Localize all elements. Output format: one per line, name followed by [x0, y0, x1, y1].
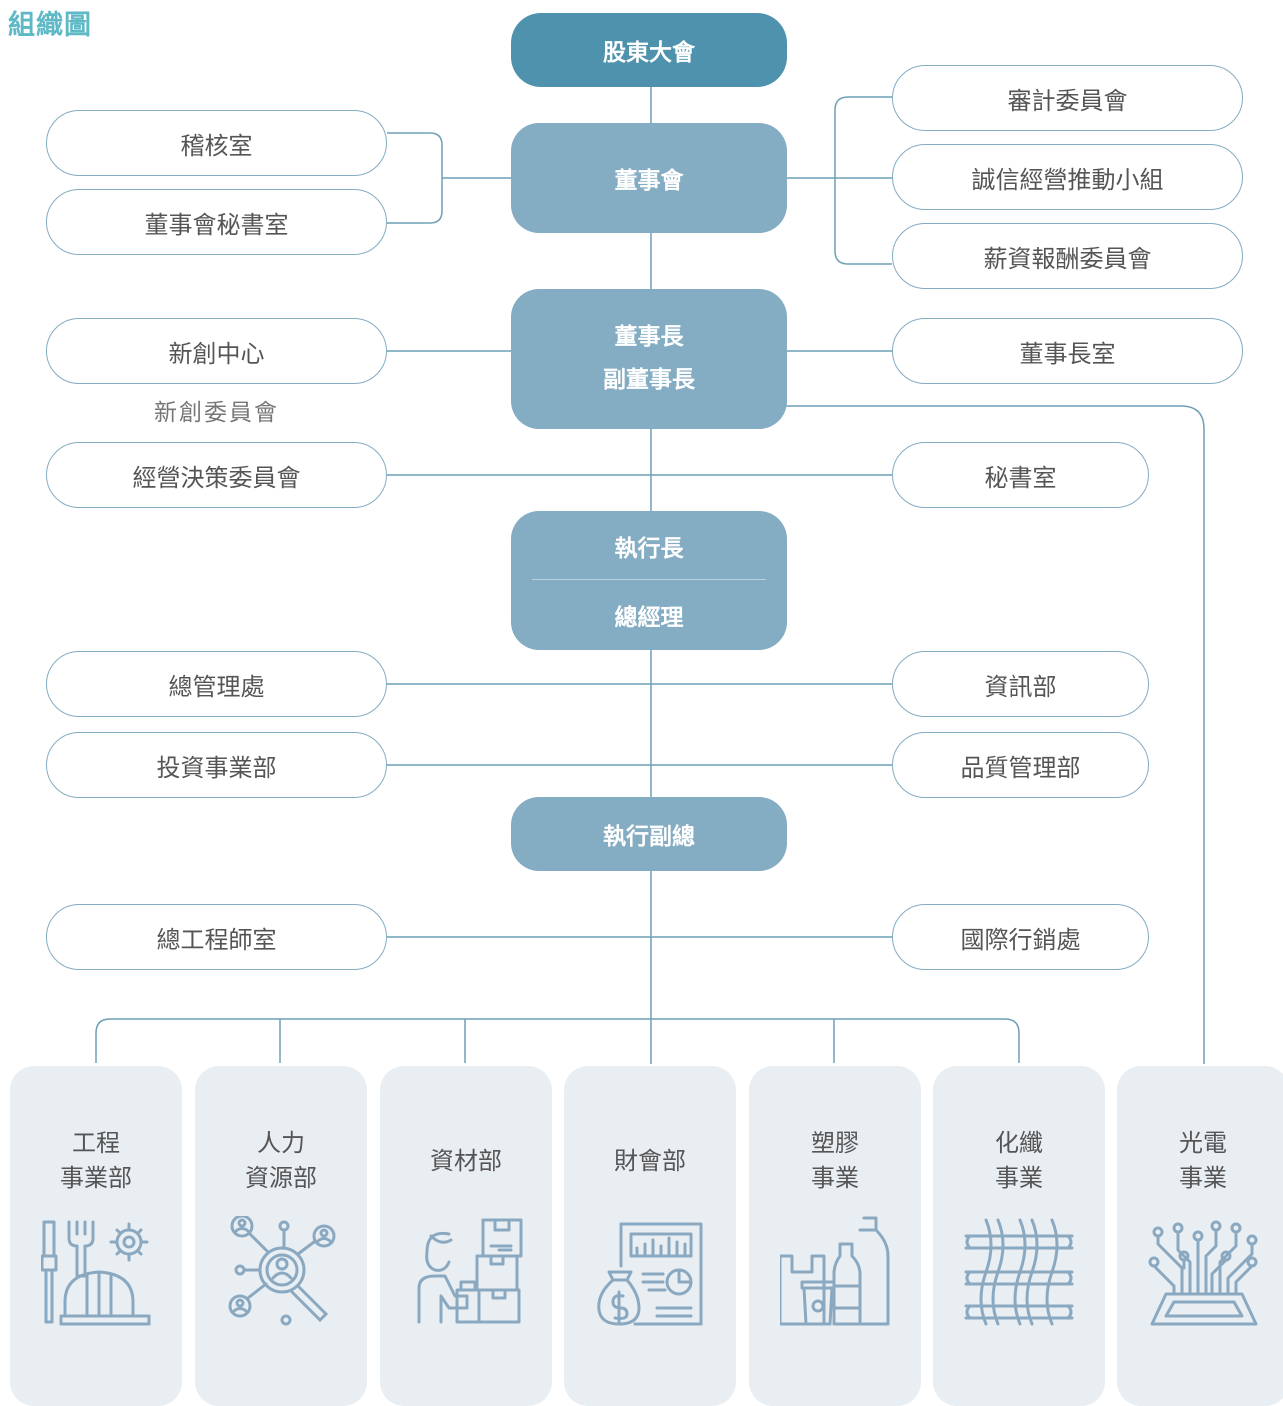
node-secretary-office-label: 秘書室 — [984, 463, 1057, 492]
dept-label-line1: 工程 — [72, 1129, 120, 1157]
node-chief-engineer-office-label: 總工程師室 — [156, 925, 277, 954]
dept-card-hr[interactable]: 人力 資源部 — [195, 1066, 367, 1406]
dept-card-fiber[interactable]: 化纖 事業 — [933, 1066, 1105, 1406]
node-chairman-office-label: 董事長室 — [1019, 339, 1116, 368]
dept-card-engineering[interactable]: 工程 事業部 — [10, 1066, 182, 1406]
node-innovation-center[interactable]: 新創中心 — [46, 318, 387, 384]
node-chief-engineer-office[interactable]: 總工程師室 — [46, 904, 387, 970]
node-quality-dept-label: 品質管理部 — [960, 753, 1081, 782]
node-board[interactable]: 董事會 — [511, 123, 787, 233]
node-evp[interactable]: 執行副總 — [511, 797, 787, 871]
node-audit-office[interactable]: 稽核室 — [46, 110, 387, 176]
warehouse-worker-icon — [417, 1218, 523, 1324]
node-board-secretariat-label: 董事會秘書室 — [144, 210, 289, 239]
node-ceo[interactable]: 執行長 總經理 — [511, 511, 787, 650]
dept-label-line2: 事業 — [811, 1164, 859, 1192]
dept-card-optoelectronics[interactable]: 光電 事業 — [1117, 1066, 1283, 1406]
dept-card-finance[interactable]: 財會部 — [564, 1066, 736, 1406]
people-search-icon — [228, 1216, 336, 1326]
ceo-divider — [532, 579, 766, 580]
node-investment-dept-label: 投資事業部 — [156, 753, 277, 782]
dept-card-plastics[interactable]: 塑膠 事業 — [749, 1066, 921, 1406]
node-board-secretariat[interactable]: 董事會秘書室 — [46, 189, 387, 255]
node-investment-dept[interactable]: 投資事業部 — [46, 732, 387, 798]
node-secretary-office[interactable]: 秘書室 — [892, 442, 1149, 508]
node-it-dept-label: 資訊部 — [984, 672, 1057, 701]
circuit-chip-icon — [1148, 1220, 1258, 1326]
node-integrity-group[interactable]: 誠信經營推動小組 — [892, 144, 1243, 210]
node-audit-committee[interactable]: 審計委員會 — [892, 65, 1243, 131]
node-shareholders[interactable]: 股東大會 — [511, 13, 787, 87]
dept-label-line1: 光電 — [1179, 1129, 1227, 1157]
node-vice-chairman-label: 副董事長 — [603, 367, 695, 393]
dept-label: 財會部 — [614, 1147, 686, 1175]
innovation-committee-label: 新創委員會 — [154, 400, 279, 426]
node-decision-committee[interactable]: 經營決策委員會 — [46, 442, 387, 508]
node-intl-marketing[interactable]: 國際行銷處 — [892, 904, 1149, 970]
chart-title: 組織圖 — [8, 10, 92, 41]
node-shareholders-label: 股東大會 — [603, 40, 695, 66]
node-general-admin[interactable]: 總管理處 — [46, 651, 387, 717]
dept-label-line1: 塑膠 — [811, 1129, 859, 1157]
dept-label-line2: 事業 — [995, 1164, 1043, 1192]
node-general-admin-label: 總管理處 — [168, 672, 265, 701]
node-chairman[interactable]: 董事長 副董事長 — [511, 289, 787, 429]
node-intl-marketing-label: 國際行銷處 — [960, 925, 1081, 954]
engineering-tools-icon — [41, 1220, 151, 1326]
node-chairman-office[interactable]: 董事長室 — [892, 318, 1243, 384]
node-innovation-center-label: 新創中心 — [168, 339, 265, 368]
woven-fiber-icon — [964, 1218, 1074, 1326]
node-it-dept[interactable]: 資訊部 — [892, 651, 1149, 717]
node-compensation-committee[interactable]: 薪資報酬委員會 — [892, 223, 1243, 289]
node-board-label: 董事會 — [614, 168, 684, 194]
dept-label-line2: 事業 — [1179, 1164, 1227, 1192]
node-audit-office-label: 稽核室 — [180, 131, 253, 160]
plastic-bottles-icon — [780, 1216, 890, 1326]
node-ceo-label: 執行長 — [614, 536, 684, 562]
dept-card-materials[interactable]: 資材部 — [380, 1066, 552, 1406]
dept-label-line2: 事業部 — [60, 1164, 132, 1192]
node-evp-label: 執行副總 — [603, 824, 695, 850]
dept-label-line1: 人力 — [257, 1129, 305, 1157]
finance-report-icon — [597, 1222, 703, 1326]
node-decision-committee-label: 經營決策委員會 — [132, 463, 301, 492]
dept-label: 資材部 — [430, 1147, 502, 1175]
dept-label-line2: 資源部 — [245, 1164, 317, 1192]
node-general-manager-label: 總經理 — [614, 605, 684, 631]
node-audit-committee-label: 審計委員會 — [1007, 86, 1128, 115]
node-quality-dept[interactable]: 品質管理部 — [892, 732, 1149, 798]
node-chairman-label: 董事長 — [614, 324, 684, 350]
node-integrity-group-label: 誠信經營推動小組 — [971, 165, 1164, 194]
dept-label-line1: 化纖 — [995, 1129, 1043, 1157]
node-compensation-committee-label: 薪資報酬委員會 — [983, 244, 1152, 273]
